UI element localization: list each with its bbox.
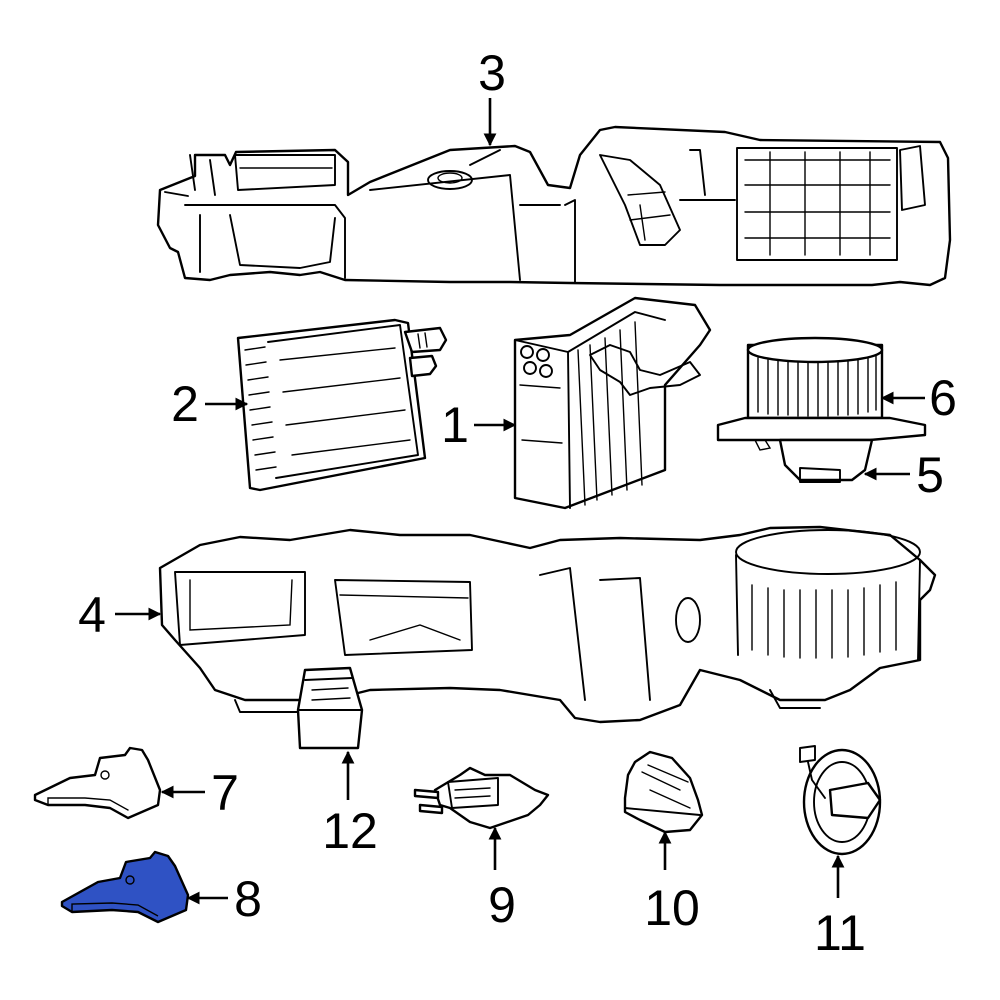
callout-12: 12 — [322, 803, 378, 859]
part-6-blower-fan-wheel[interactable] — [746, 336, 884, 420]
callout-2: 2 — [171, 376, 199, 432]
part-10-blower-resistor[interactable] — [623, 750, 704, 834]
part-7-door-actuator[interactable] — [33, 746, 162, 820]
callout-3: 3 — [478, 45, 506, 101]
callout-9: 9 — [488, 877, 516, 933]
leader-lines — [115, 98, 925, 905]
part-4-lower-case-housing[interactable] — [158, 525, 937, 724]
part-8-door-actuator-highlighted[interactable] — [60, 850, 190, 924]
part-2-heater-core[interactable] — [236, 318, 448, 492]
part-9-temperature-sensor[interactable] — [413, 766, 550, 830]
callout-1: 1 — [441, 397, 469, 453]
callout-8: 8 — [234, 871, 262, 927]
callout-labels: 3 2 1 6 5 4 7 8 12 9 10 11 — [78, 45, 957, 961]
part-3-upper-case-housing[interactable] — [156, 125, 952, 287]
part-1-evaporator-core[interactable] — [513, 296, 712, 510]
callout-10: 10 — [644, 880, 700, 936]
callout-5: 5 — [916, 447, 944, 503]
callout-11: 11 — [814, 905, 866, 961]
callout-4: 4 — [78, 587, 106, 643]
callout-6: 6 — [929, 370, 957, 426]
part-12-mode-door-housing[interactable] — [296, 666, 364, 750]
callout-7: 7 — [211, 765, 239, 821]
part-11-blower-motor-connector[interactable] — [799, 745, 882, 856]
part-5-blower-motor[interactable] — [716, 416, 927, 483]
